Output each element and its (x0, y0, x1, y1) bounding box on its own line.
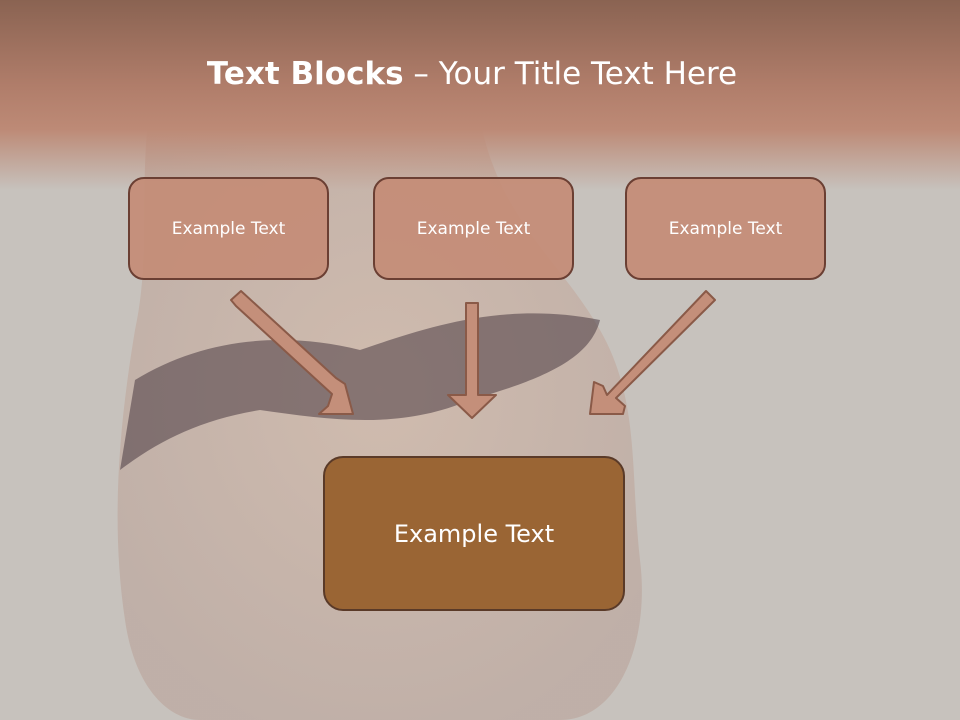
text-block-2: Example Text (373, 177, 574, 280)
arrow-left (230, 290, 354, 415)
arrow-center (447, 302, 497, 419)
title-separator: – (403, 56, 439, 92)
target-text-block-label: Example Text (393, 519, 555, 548)
title-bold: Text Blocks (206, 56, 404, 92)
text-block-2-label: Example Text (416, 218, 531, 239)
text-block-1: Example Text (128, 177, 329, 280)
header-band (0, 0, 960, 190)
target-text-block: Example Text (323, 456, 625, 611)
arrow-right (589, 290, 716, 415)
text-block-1-label: Example Text (171, 218, 286, 239)
text-block-3-label: Example Text (668, 218, 783, 239)
slide-title: Text Blocks – Your Title Text Here (0, 52, 944, 96)
title-rest: Your Title Text Here (438, 56, 738, 92)
text-block-3: Example Text (625, 177, 826, 280)
